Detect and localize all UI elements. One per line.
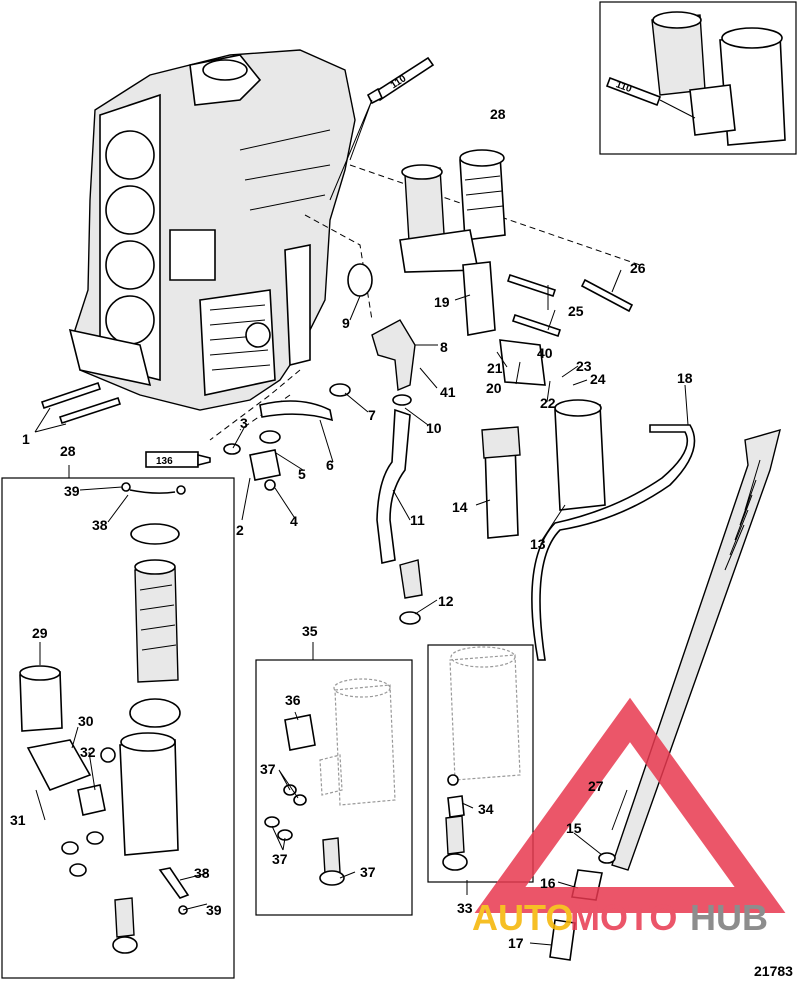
callout-label: 21 [487, 360, 503, 376]
bolt [40, 381, 102, 410]
bracket-20 [499, 339, 546, 386]
callout-label: 13 [530, 536, 546, 552]
callout-label: 38 [92, 517, 108, 533]
elbow-fitting [371, 319, 416, 392]
callout-leaders [34, 269, 689, 946]
filter-housing [554, 404, 606, 511]
callout-label: 25 [568, 303, 584, 319]
bracket [462, 261, 496, 336]
callout-label: 37 [260, 761, 276, 777]
callout-label: 35 [302, 623, 318, 639]
callout-label: 20 [486, 380, 502, 396]
callout-label: 26 [630, 260, 646, 276]
callout-label: 38 [194, 865, 210, 881]
callout-label: 32 [80, 744, 96, 760]
hose [259, 400, 334, 422]
callout-label: 40 [537, 345, 553, 361]
callout-label: 29 [32, 625, 48, 641]
callout-label: 12 [438, 593, 454, 609]
callout-label: 30 [78, 713, 94, 729]
callout-label: 9 [342, 315, 350, 331]
watermark-text-hub: HUB [690, 897, 768, 938]
o-ring [259, 430, 281, 444]
callout-label: 16 [540, 875, 556, 891]
callout-label: 22 [540, 395, 556, 411]
autmotohub-watermark: AUTO MOTO HUB [472, 697, 786, 938]
bolt [58, 396, 122, 425]
engine-block [68, 49, 356, 411]
tube-110-inset-label: 110 [614, 79, 633, 95]
long-bolt [511, 313, 562, 338]
callout-label: 3 [240, 415, 248, 431]
watermark-text-auto: AUTO [472, 897, 573, 938]
callout-label: 28 [60, 443, 76, 459]
callout-label: 11 [410, 512, 425, 528]
hose [376, 408, 411, 564]
sealant-tube-136: 136 [145, 451, 211, 468]
callout-label: 7 [368, 407, 376, 423]
filter-housing-top [554, 399, 602, 417]
cooler-detail-box-35 [255, 659, 413, 916]
callout-label: 2 [236, 522, 244, 538]
callout-label: 4 [290, 513, 298, 529]
callout-label: 27 [588, 778, 604, 794]
callout-label: 37 [360, 864, 376, 880]
o-ring [347, 263, 373, 297]
o-ring [223, 443, 241, 455]
callout-label: 39 [206, 902, 222, 918]
callout-label: 18 [677, 370, 693, 386]
callout-labels: 1 2 3 4 5 6 7 8 9 10 11 12 13 14 15 16 1… [10, 106, 693, 951]
screw [264, 479, 276, 491]
callout-label: 31 [10, 812, 26, 828]
callout-label: 14 [452, 499, 468, 515]
callout-label: 15 [566, 820, 582, 836]
callout-label: 24 [590, 371, 606, 387]
o-ring [399, 611, 421, 625]
callout-label: 28 [490, 106, 506, 122]
watermark-triangle [474, 697, 786, 913]
callout-label: 36 [285, 692, 301, 708]
sealant-tube-110-top: 110 [329, 56, 435, 201]
long-bolt [580, 278, 634, 313]
tube-136-label: 136 [156, 456, 173, 467]
callout-label: 17 [508, 935, 524, 951]
fuel-line [531, 424, 696, 661]
filter-assembly-top [399, 149, 506, 273]
o-ring [392, 394, 412, 406]
callout-label: 5 [298, 466, 306, 482]
callout-label: 8 [440, 339, 448, 355]
filter-cap [481, 426, 521, 459]
figure-number: 21783 [754, 963, 793, 979]
callout-label: 41 [440, 384, 456, 400]
inset-detail-box: 110 [599, 1, 797, 155]
long-bolt [506, 273, 557, 298]
watermark-text-moto: MOTO [570, 897, 677, 938]
o-ring [598, 852, 616, 864]
tee-fitting [249, 449, 281, 481]
callout-label: 19 [434, 294, 450, 310]
callout-label: 37 [272, 851, 288, 867]
callout-label: 34 [478, 801, 494, 817]
callout-label: 23 [576, 358, 592, 374]
callout-label: 6 [326, 457, 334, 473]
oil-filter-detail-box [1, 477, 235, 979]
callout-label: 1 [22, 431, 30, 447]
callout-label: 33 [457, 900, 473, 916]
callout-label: 10 [426, 420, 442, 436]
callout-label: 39 [64, 483, 80, 499]
hose-end [399, 559, 423, 599]
cooler-detail-box-33 [427, 644, 534, 883]
